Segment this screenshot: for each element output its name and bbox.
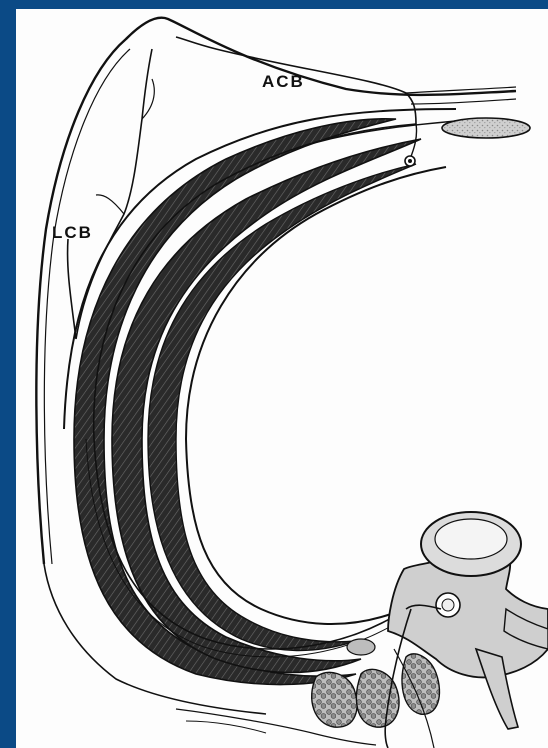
costal-cartilage <box>442 118 530 138</box>
intercostal-nerve-illustration <box>16 9 548 748</box>
lateral-cutaneous-branch-twig <box>96 79 154 214</box>
acb-label: ACB <box>262 72 305 92</box>
paraspinal-muscles <box>312 639 440 727</box>
lcb-label: LCB <box>52 223 93 243</box>
illustration-canvas: ACB LCB <box>16 9 548 748</box>
